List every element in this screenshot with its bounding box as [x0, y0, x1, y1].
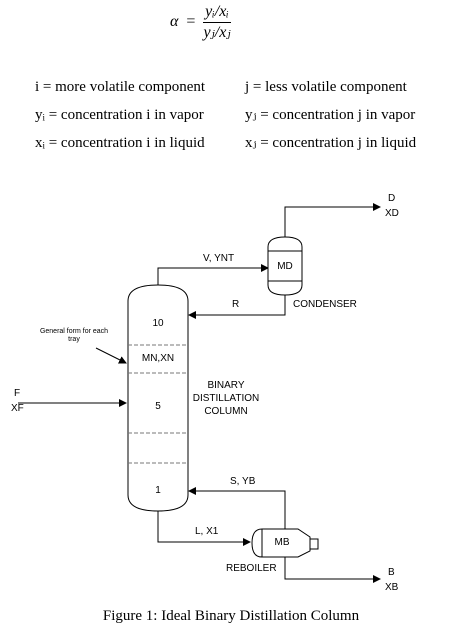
tray-top: 10: [152, 318, 164, 329]
distillate-name: D: [388, 193, 396, 204]
definition-yi: yᵢ = concentration i in vapor: [35, 107, 204, 123]
tray-note: General form for each tray: [39, 328, 109, 343]
column-vessel: [127, 284, 189, 512]
definition-xj: xⱼ = concentration j in liquid: [245, 135, 417, 151]
bottoms-line: [284, 557, 381, 583]
column-label-line-2: DISTILLATION: [192, 393, 260, 404]
definitions-right: j = less volatile component yⱼ = concent…: [245, 76, 416, 160]
figure-caption: Figure 1: Ideal Binary Distillation Colu…: [102, 608, 360, 624]
condenser-label: CONDENSER: [293, 299, 357, 310]
reflux-line: [188, 295, 286, 319]
column-label-line-3: COLUMN: [204, 406, 248, 417]
reboiler-holdup: MB: [274, 537, 290, 548]
distillation-diagram: D XD V, YNT MD R CONDENSER General form …: [0, 185, 462, 600]
tray-feed: 5: [155, 401, 161, 412]
reboiler-label: REBOILER: [226, 563, 277, 574]
overhead-vapor-line: [157, 264, 269, 285]
feed-composition: XF: [11, 403, 24, 414]
bottom-liquid-line: [157, 511, 251, 546]
formula-equals: =: [186, 13, 196, 30]
tray-note-pointer: [95, 347, 127, 364]
overhead-vapor-label: V, YNT: [203, 253, 235, 264]
tray-bottom: 1: [155, 485, 161, 496]
feed-name: F: [14, 388, 21, 399]
column-label-line-1: BINARY: [207, 380, 245, 391]
formula-fraction: yᵢ/xᵢ yⱼ/xⱼ: [201, 3, 232, 42]
reboiler-vessel: [251, 528, 311, 558]
definition-i: i = more volatile component: [35, 79, 206, 95]
boilup-vapor-label: S, YB: [230, 476, 256, 487]
tray-general: MN,XN: [141, 353, 175, 364]
reboiler-nozzle: [309, 538, 319, 550]
relative-volatility-formula: α = yᵢ/xᵢ yⱼ/xⱼ: [170, 0, 233, 44]
definitions-left: i = more volatile component yᵢ = concent…: [35, 76, 205, 160]
condenser-holdup: MD: [277, 261, 293, 272]
diagram-graphics: [18, 203, 381, 583]
boilup-vapor-line: [188, 487, 286, 529]
formula-numerator: yᵢ/xᵢ: [203, 3, 231, 23]
definition-j: j = less volatile component: [245, 79, 407, 95]
bottoms-composition: XB: [385, 582, 399, 593]
formula-denominator: yⱼ/xⱼ: [203, 23, 231, 41]
formula-alpha: α: [170, 13, 179, 30]
distillate-line: [284, 203, 381, 237]
definition-xi: xᵢ = concentration i in liquid: [35, 135, 205, 151]
bottom-liquid-label: L, X1: [195, 526, 219, 537]
reflux-label: R: [232, 299, 240, 310]
bottoms-name: B: [388, 567, 395, 578]
distillate-composition: XD: [385, 208, 399, 219]
definition-yj: yⱼ = concentration j in vapor: [245, 107, 416, 123]
